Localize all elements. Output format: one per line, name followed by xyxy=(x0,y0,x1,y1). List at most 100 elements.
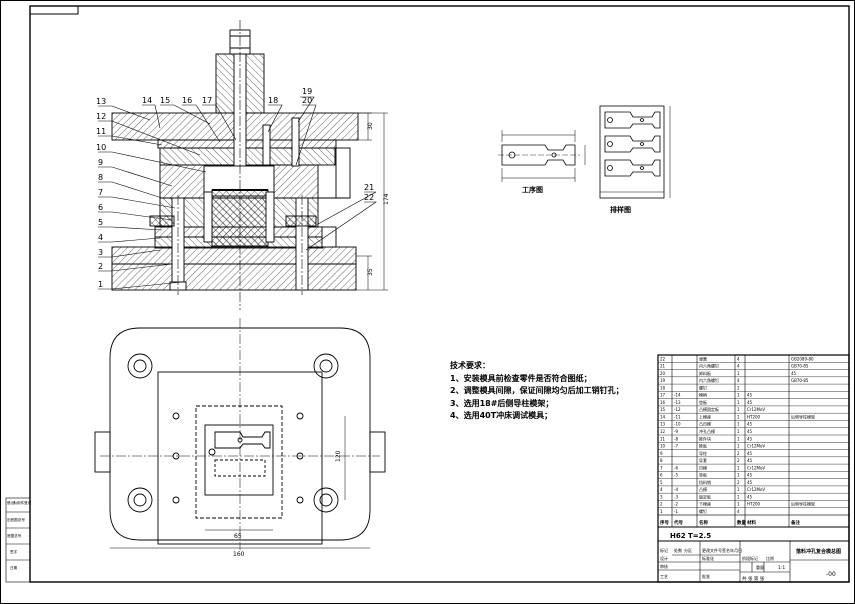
bom-header-cell: 材料 xyxy=(747,519,756,526)
technical-requirements: 技术要求： 1、安装模具前检查零件是否符合图纸； 2、调整模具间隙，保证间隙均匀… xyxy=(450,360,650,423)
bom-cell: -13 xyxy=(674,400,681,405)
leaders-top xyxy=(142,96,317,166)
leader-label: 1 xyxy=(98,280,103,289)
process-label: 工艺 xyxy=(660,574,668,579)
drawing-code: -00 xyxy=(826,571,836,578)
bom-cell: 4 xyxy=(737,356,740,361)
bom-cell: 1 xyxy=(737,473,740,478)
inner-border xyxy=(29,5,850,583)
bom-cell: 后侧导柱模架 xyxy=(791,501,815,507)
bom-cell: 1 xyxy=(737,393,740,398)
leader-label: 15 xyxy=(160,96,170,105)
bom-cell: 45 xyxy=(747,436,753,441)
bom-cell: 45 xyxy=(747,429,753,434)
bom-cell: 14 xyxy=(660,414,666,419)
bom-cell: 固定板 xyxy=(699,493,711,499)
tech-line: 1、安装模具前检查零件是否符合图纸； xyxy=(450,373,592,383)
leader-label: 10 xyxy=(96,143,106,152)
strip-layout-title: 排样图 xyxy=(610,205,631,214)
bom-cell: -11 xyxy=(674,414,681,419)
leader-label: 17 xyxy=(202,96,212,105)
bom-cell: 4 xyxy=(737,378,740,383)
bom-cell: 1 xyxy=(737,436,740,441)
bom-cell: 1 xyxy=(737,429,740,434)
bom-cell: 1 xyxy=(737,400,740,405)
leader-label: 21 xyxy=(364,183,374,192)
bom-cell: 45 xyxy=(747,494,753,499)
bom-cell: 45 xyxy=(747,422,753,427)
bom-cell: 45 xyxy=(791,371,797,376)
stage-label: 重量 xyxy=(756,564,764,570)
bom-cell: 导套 xyxy=(699,457,707,463)
bom-cell: 45 xyxy=(747,451,753,456)
bom-cell: -6 xyxy=(674,465,678,470)
bom-cell: 12 xyxy=(660,429,666,434)
dim-30: 30 xyxy=(367,122,374,130)
col-label: 年月日 xyxy=(730,547,742,553)
leader-label: 9 xyxy=(98,158,103,167)
material-spec: H62 T=2.5 xyxy=(670,532,711,540)
leader-label: 8 xyxy=(98,173,103,182)
leader-label: 2 xyxy=(98,262,103,271)
tech-line: 2、调整模具间隙，保证间隙均匀后加工销钉孔； xyxy=(450,386,624,395)
bom-cell: 1 xyxy=(660,509,663,514)
col-label: 处数 xyxy=(674,547,682,553)
drawing-name: 落料冲孔复合模总图 xyxy=(796,548,841,555)
bom-cell: 挡料销 xyxy=(699,479,711,485)
bom-cell: HT200 xyxy=(747,502,761,507)
corner-box xyxy=(29,5,79,15)
bom-cell: 弹簧 xyxy=(699,355,707,361)
bom-cell: 凹模 xyxy=(699,464,707,470)
bom-cell: 螺钉 xyxy=(699,508,707,514)
leaders-right xyxy=(305,191,377,251)
bom-cell: 45 xyxy=(747,400,753,405)
sign-label: 标准化 xyxy=(702,555,714,561)
leader-label: 16 xyxy=(182,96,192,105)
col-label: 签名 xyxy=(722,547,730,553)
bom-cell: Cr12MoV xyxy=(747,444,765,449)
bom-cell: 凸模固定板 xyxy=(699,406,719,412)
leader-label: 6 xyxy=(98,203,103,212)
bom-header-cell: 数量 xyxy=(737,519,746,526)
bom-cell: 6 xyxy=(660,473,663,478)
bom-cell: 冲孔凸模 xyxy=(699,428,715,434)
bom-cell: 9 xyxy=(660,451,663,456)
bom-cell: 19 xyxy=(660,378,666,383)
leader-label: 14 xyxy=(142,96,152,105)
bom-cell: 5 xyxy=(660,480,663,485)
section-view xyxy=(111,20,359,310)
tech-line: 4、选用40T冲床调试模具； xyxy=(450,411,553,420)
bom-header-cell: 名称 xyxy=(699,519,708,526)
bom-cell: 1 xyxy=(737,414,740,419)
bom-cell: -14 xyxy=(674,393,681,398)
leader-label: 22 xyxy=(364,193,374,202)
bom-cell: 垫板 xyxy=(699,472,707,478)
leaders-left xyxy=(98,105,207,290)
sidebar-label: 日期 xyxy=(10,565,18,570)
leader-label: 12 xyxy=(96,112,106,121)
bom-cell: 下模座 xyxy=(699,501,711,507)
bom-cell: 18 xyxy=(660,385,666,390)
bom-cell: 13 xyxy=(660,422,666,427)
leader-label: 7 xyxy=(98,188,103,197)
section-dims xyxy=(356,112,388,291)
bom-header-cell: 代号 xyxy=(673,519,683,526)
strip-layout xyxy=(599,105,671,199)
col-label: 分区 xyxy=(684,547,692,553)
dim-160: 160 xyxy=(233,551,245,558)
tech-heading: 技术要求： xyxy=(450,361,490,370)
bom-cell: 导柱 xyxy=(699,450,707,456)
bom-cell: -1 xyxy=(674,509,678,514)
bom-cell: -10 xyxy=(674,422,681,427)
bom-cell: 2 xyxy=(737,458,740,463)
part-drawing-title: 工序图 xyxy=(522,185,543,194)
bom-cell: GB70-85 xyxy=(791,378,809,383)
bom-cell: 卸料板 xyxy=(699,370,711,376)
leader-label: 11 xyxy=(96,127,106,136)
bom-cell: -7 xyxy=(674,444,678,449)
bom-cell: 1 xyxy=(737,494,740,499)
bom-cell: 21 xyxy=(660,364,666,369)
tech-line: 3、选用18#后侧导柱模架； xyxy=(450,398,554,408)
